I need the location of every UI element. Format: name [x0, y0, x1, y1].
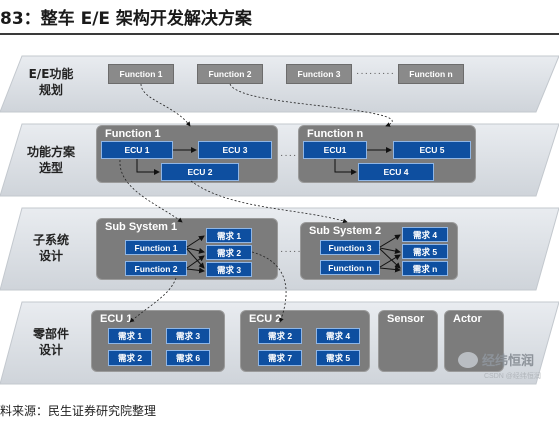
connector — [379, 266, 401, 273]
connector — [186, 235, 205, 248]
function-box-3: Function 3 — [286, 64, 352, 84]
source-note: 料来源：民生证券研究院整理 — [0, 404, 157, 418]
layer-label-line: 子系统 — [32, 233, 69, 247]
ecu-box: ECU 3 — [198, 141, 272, 159]
watermark-name: 经纬恒润 — [482, 354, 535, 369]
ecu-box: ECU 1 — [101, 141, 173, 159]
solid-connectors — [136, 147, 401, 274]
title-divider — [0, 33, 559, 35]
dashed-connectors — [119, 83, 393, 323]
layer-label-line: 设计 — [38, 343, 63, 357]
ecu-box: ECU 4 — [358, 163, 434, 181]
requirement-box: 需求 2 — [108, 350, 152, 366]
requirement-box: 需求 5 — [316, 350, 360, 366]
layer-label-line: 选型 — [38, 161, 63, 175]
layer-label-subsystem: 子系统 设计 — [20, 232, 82, 264]
component-label: ECU 2 — [249, 313, 282, 325]
connector — [379, 247, 401, 254]
watermark: 经纬恒润 — [458, 350, 534, 369]
ellipsis: ········· — [356, 68, 395, 79]
connector — [334, 159, 357, 175]
sub-function-box: Function 2 — [125, 261, 187, 276]
function-box-n: Function n — [398, 64, 464, 84]
layer-label-line: 规划 — [38, 83, 63, 97]
layer-label-line: 设计 — [38, 249, 63, 263]
sub-function-box: Function 3 — [320, 240, 380, 255]
connector — [186, 247, 205, 254]
watermark-sub: CSDN @经纬恒润 — [484, 373, 541, 380]
connector — [186, 255, 205, 269]
sub-function-box: Function 1 — [125, 240, 187, 255]
figure-title: 83：整车 E/E 架构开发解决方案 — [0, 9, 252, 29]
wechat-icon — [458, 351, 478, 368]
requirement-box: 需求 1 — [108, 328, 152, 344]
sub-function-box: Function n — [320, 260, 380, 275]
requirement-box: 需求 4 — [402, 227, 448, 242]
requirement-box: 需求 7 — [258, 350, 302, 366]
function-group-label: Function 1 — [105, 128, 161, 140]
requirement-box: 需求 1 — [206, 228, 252, 243]
requirement-box: 需求 2 — [258, 328, 302, 344]
layer-label-line: E/E功能 — [28, 67, 74, 81]
sub-system-label: Sub System 1 — [105, 221, 178, 233]
ecu-box: ECU 5 — [393, 141, 471, 159]
layer-label-planning: E/E功能 规划 — [20, 66, 82, 98]
layer-label-line: 零部件 — [32, 327, 69, 341]
function-box-2: Function 2 — [197, 64, 263, 84]
connector — [251, 251, 287, 323]
requirement-box: 需求 4 — [316, 328, 360, 344]
ecu-box: ECU 2 — [161, 163, 239, 181]
connector — [379, 234, 401, 248]
component-label: ECU 1 — [100, 313, 133, 325]
requirement-box: 需求 5 — [402, 244, 448, 259]
function-box-1: Function 1 — [108, 64, 174, 84]
component-label: Sensor — [387, 313, 425, 325]
connector — [140, 83, 191, 127]
requirement-box: 需求 2 — [206, 245, 252, 260]
sub-system-label: Sub System 2 — [309, 225, 382, 237]
requirement-box: 需求 6 — [166, 350, 210, 366]
ecu-box: ECU1 — [303, 141, 367, 159]
connector — [119, 159, 183, 223]
connector — [186, 248, 205, 269]
function-group-label: Function n — [307, 128, 364, 140]
requirement-box: 需求 n — [402, 261, 448, 276]
layer-label-component: 零部件 设计 — [20, 326, 82, 358]
requirement-box: 需求 3 — [206, 262, 252, 277]
connector — [129, 277, 177, 323]
connector — [379, 248, 401, 269]
layer-label-selection: 功能方案 选型 — [20, 144, 82, 176]
ellipsis: ········· — [280, 246, 319, 257]
connector — [136, 159, 160, 175]
connector — [186, 267, 205, 274]
component-label: Actor — [453, 313, 482, 325]
connector — [229, 83, 393, 127]
connector — [190, 180, 348, 224]
requirement-box: 需求 3 — [166, 328, 210, 344]
connector — [379, 254, 401, 268]
layer-label-line: 功能方案 — [26, 145, 75, 159]
component-sensor: Sensor — [378, 310, 438, 372]
